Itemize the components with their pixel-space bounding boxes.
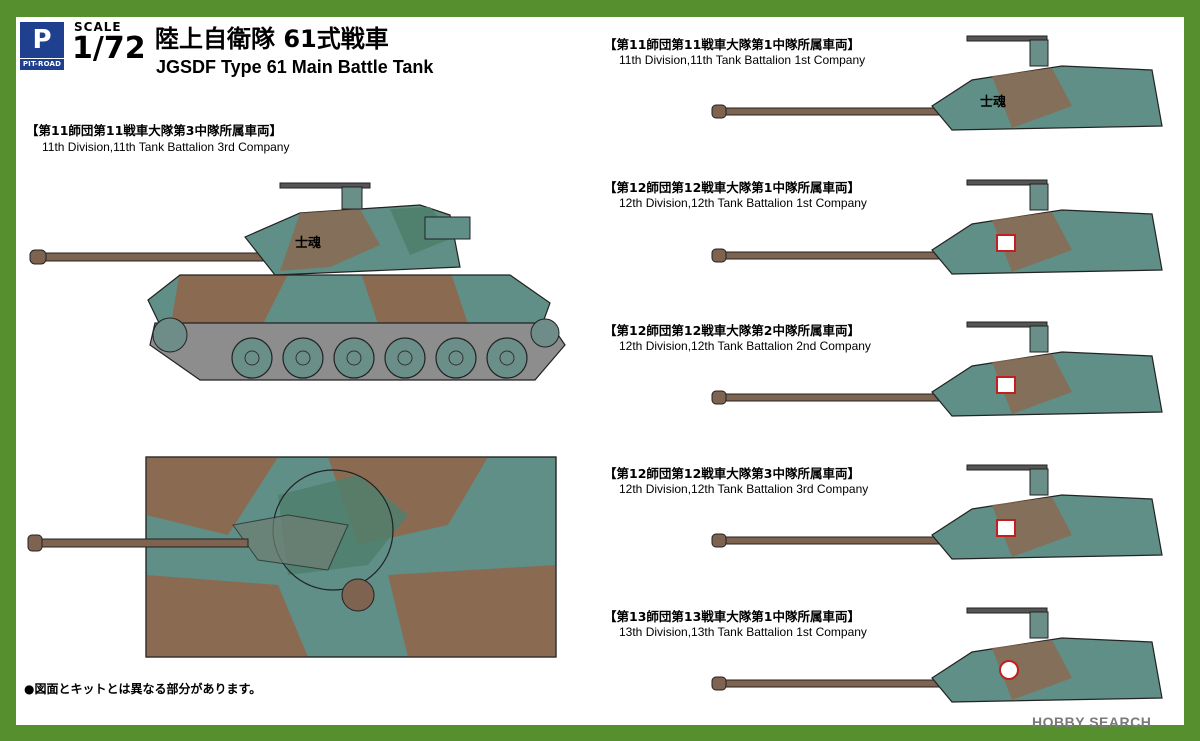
disclaimer-note: ●図面とキットとは異なる部分があります。 xyxy=(24,682,262,696)
scale-label: SCALE xyxy=(74,20,122,34)
variant-4-caption-english: 12th Division,12th Tank Battalion 3rd Co… xyxy=(619,482,869,496)
variant-5-caption-japanese: 【第13師団第13戦車大隊第1中隊所属車両】 xyxy=(604,609,860,624)
scale-value: 1/72 xyxy=(72,31,146,66)
pit-road-logo: P PIT-ROAD xyxy=(20,22,64,70)
variant-4-turret-view xyxy=(711,464,1163,560)
title-japanese: 陸上自衛隊 61式戦車 xyxy=(155,25,389,53)
brand-name: PIT-ROAD xyxy=(20,59,64,70)
variant-1-marking: 士魂 xyxy=(980,94,1006,110)
variant-2-caption-japanese: 【第12師団第12戦車大隊第1中隊所属車両】 xyxy=(604,180,860,195)
variant-5-turret-view xyxy=(711,607,1163,703)
variant-5-caption-english: 13th Division,13th Tank Battalion 1st Co… xyxy=(619,625,867,639)
tank-top-view xyxy=(27,456,557,658)
variant-4-caption-japanese: 【第12師団第12戦車大隊第3中隊所属車両】 xyxy=(604,466,860,481)
variant-1-caption-japanese: 【第11師団第11戦車大隊第1中隊所属車両】 xyxy=(604,37,860,52)
variant-2-caption-english: 12th Division,12th Tank Battalion 1st Co… xyxy=(619,196,867,210)
variant-1-caption-english: 11th Division,11th Tank Battalion 1st Co… xyxy=(619,53,866,67)
main-caption-english: 11th Division,11th Tank Battalion 3rd Co… xyxy=(42,140,290,154)
variant-2-turret-view xyxy=(711,179,1163,275)
brand-mark: P xyxy=(20,22,64,58)
side-marking: 士魂 xyxy=(295,235,321,251)
hobby-search-watermark: HOBBY SEARCH xyxy=(1032,714,1152,730)
tank-side-view: 士魂 xyxy=(29,182,566,381)
variant-1-turret-view: 士魂 xyxy=(711,35,1163,131)
variant-3-caption-english: 12th Division,12th Tank Battalion 2nd Co… xyxy=(619,339,871,353)
main-caption-japanese: 【第11師団第11戦車大隊第3中隊所属車両】 xyxy=(26,123,282,138)
variant-3-turret-view xyxy=(711,321,1163,417)
title-english: JGSDF Type 61 Main Battle Tank xyxy=(156,57,434,77)
variant-3-caption-japanese: 【第12師団第12戦車大隊第2中隊所属車両】 xyxy=(604,323,860,338)
